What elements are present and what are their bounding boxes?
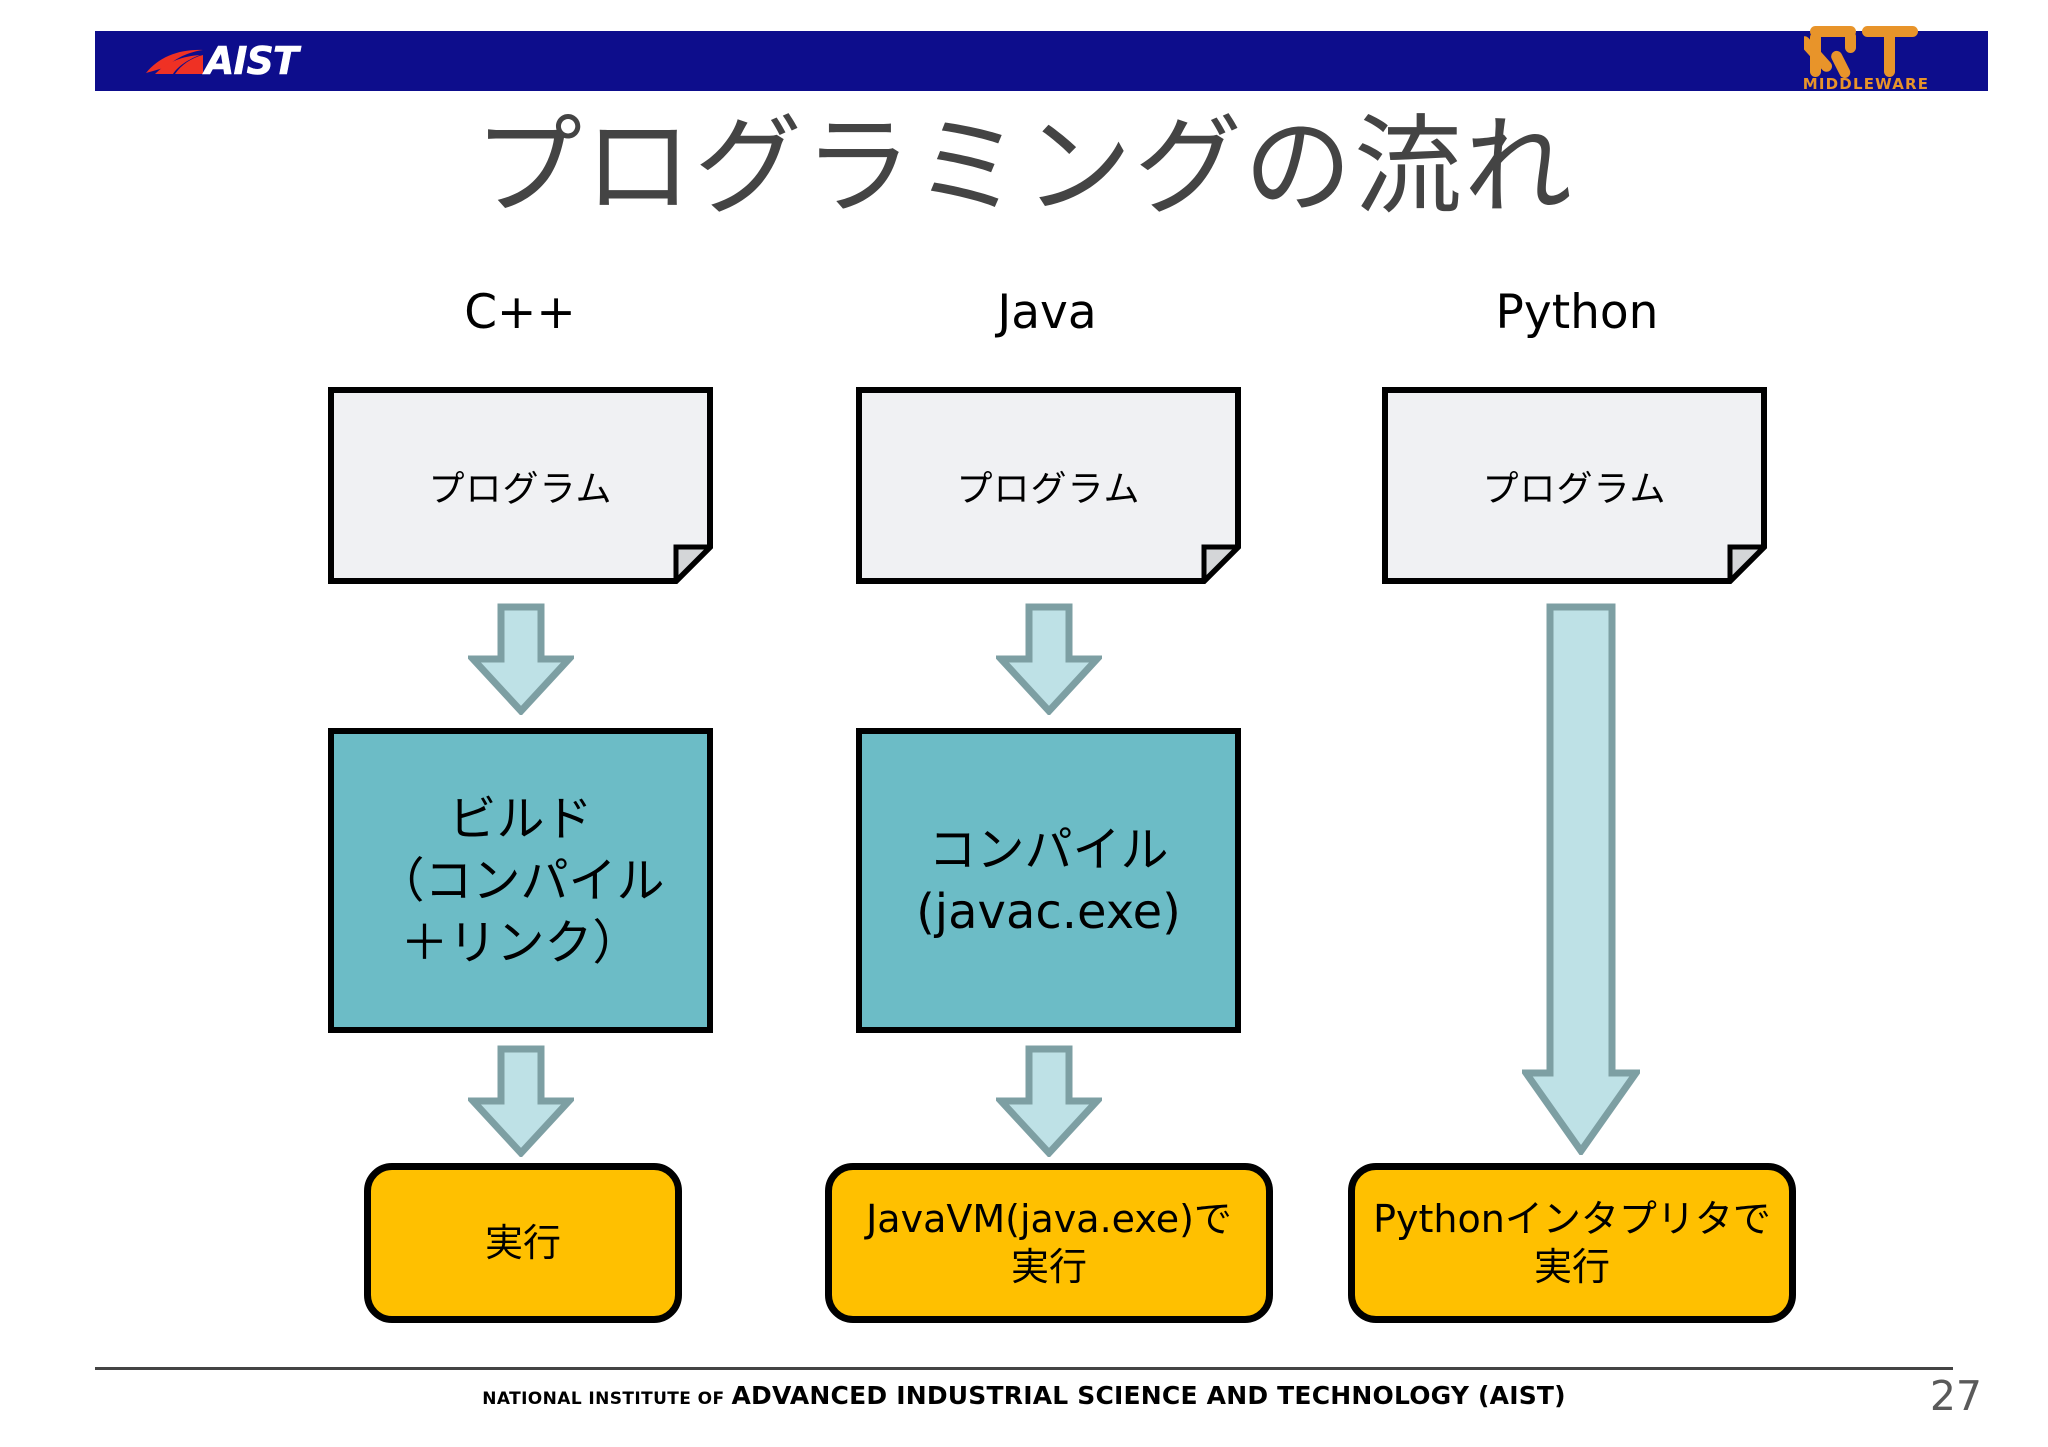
run-box-text: 実行 [485, 1219, 561, 1267]
down-arrow-icon [996, 1045, 1102, 1157]
run-box-cpp-execute: 実行 [364, 1163, 682, 1323]
process-box-line: （コンパイル [376, 852, 665, 909]
header-bar: AIST MIDDLEWARE [95, 26, 1988, 93]
process-box-line: (javac.exe) [916, 883, 1181, 940]
run-box-java-execute: JavaVM(java.exe)で 実行 [825, 1163, 1273, 1323]
run-box-line: 実行 [1533, 1245, 1610, 1289]
document-label: プログラム [956, 468, 1141, 510]
document-shape-cpp-program: プログラム [328, 387, 713, 584]
document-shape-python-program: プログラム [1382, 387, 1767, 584]
process-box-line: ＋リンク） [400, 914, 641, 971]
process-box-text: コンパイル (javac.exe) [916, 819, 1181, 943]
aist-logo: AIST [145, 39, 365, 83]
down-arrow-icon [468, 1045, 574, 1157]
footer: NATIONAL INSTITUTE OF ADVANCED INDUSTRIAL… [0, 1381, 2048, 1410]
column-header-cpp: C++ [464, 285, 576, 340]
footer-divider [95, 1367, 1953, 1370]
rt-middleware-subtitle: MIDDLEWARE [1802, 75, 1930, 93]
rt-logo-icon [1804, 26, 1918, 78]
document-icon [1382, 387, 1767, 584]
page-number: 27 [1929, 1372, 1982, 1420]
process-box-java-compile: コンパイル (javac.exe) [856, 728, 1241, 1033]
run-box-line: Pythonインタプリタで [1373, 1197, 1771, 1241]
down-arrow-icon [468, 603, 574, 715]
run-box-line: 実行 [484, 1221, 561, 1265]
footer-institute-prefix: NATIONAL INSTITUTE OF [482, 1389, 725, 1409]
column-header-java: Java [997, 285, 1097, 340]
column-header-python: Python [1495, 285, 1659, 340]
run-box-text: Pythonインタプリタで 実行 [1373, 1195, 1771, 1291]
process-box-text: ビルド （コンパイル ＋リンク） [376, 788, 664, 974]
run-box-line: JavaVM(java.exe)で [866, 1197, 1232, 1241]
page-title: プログラミングの流れ [473, 105, 1574, 230]
document-icon [856, 387, 1241, 584]
process-box-line: ビルド [448, 790, 593, 847]
aist-swoosh-icon [146, 49, 203, 74]
run-box-line: 実行 [1010, 1245, 1087, 1289]
run-box-text: JavaVM(java.exe)で 実行 [866, 1195, 1232, 1291]
document-shape-java-program: プログラム [856, 387, 1241, 584]
document-label: プログラム [1482, 468, 1667, 510]
process-box-cpp-build: ビルド （コンパイル ＋リンク） [328, 728, 713, 1033]
run-box-python-execute: Pythonインタプリタで 実行 [1348, 1163, 1796, 1323]
long-down-arrow-icon [1522, 603, 1640, 1155]
down-arrow-icon [996, 603, 1102, 715]
footer-institute-name: ADVANCED INDUSTRIAL SCIENCE AND TECHNOLO… [731, 1381, 1566, 1410]
document-label: プログラム [428, 468, 613, 510]
document-icon [328, 387, 713, 584]
rt-middleware-logo: MIDDLEWARE [1796, 22, 1936, 100]
aist-wordmark: AIST [205, 39, 299, 83]
process-box-line: コンパイル [928, 821, 1169, 878]
